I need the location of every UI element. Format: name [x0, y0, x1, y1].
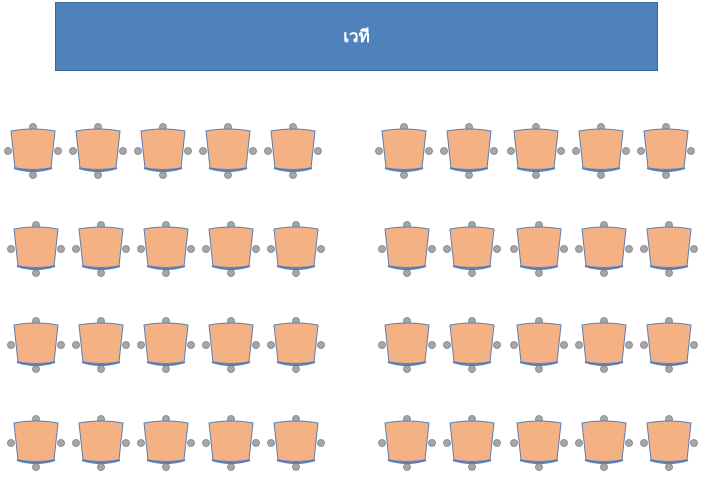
chair-icon: [202, 415, 260, 471]
chair-icon: [267, 221, 325, 277]
chair-icon: [640, 415, 698, 471]
chair-icon: [443, 221, 501, 277]
chair-icon: [72, 221, 130, 277]
chair-icon: [572, 123, 630, 179]
chair-icon: [7, 415, 65, 471]
chair-icon: [72, 415, 130, 471]
chair-icon: [267, 317, 325, 373]
chair-icon: [575, 317, 633, 373]
chair-icon: [72, 317, 130, 373]
chair-icon: [443, 317, 501, 373]
chair-icon: [378, 221, 436, 277]
chair-icon: [378, 415, 436, 471]
chair-icon: [640, 317, 698, 373]
chair-icon: [640, 221, 698, 277]
chair-icon: [440, 123, 498, 179]
chair-icon: [199, 123, 257, 179]
chair-icon: [137, 221, 195, 277]
chair-icon: [507, 123, 565, 179]
chair-icon: [137, 415, 195, 471]
chair-icon: [134, 123, 192, 179]
chair-icon: [267, 415, 325, 471]
chair-icon: [443, 415, 501, 471]
chair-icon: [378, 317, 436, 373]
chair-icon: [375, 123, 433, 179]
chair-icon: [7, 221, 65, 277]
stage-label: เวที: [343, 27, 370, 47]
chair-icon: [264, 123, 322, 179]
chair-icon: [510, 317, 568, 373]
chair-icon: [69, 123, 127, 179]
chair-icon: [4, 123, 62, 179]
chair-icon: [637, 123, 695, 179]
chair-icon: [510, 221, 568, 277]
chair-icon: [137, 317, 195, 373]
chair-icon: [575, 221, 633, 277]
chair-icon: [202, 221, 260, 277]
chair-icon: [575, 415, 633, 471]
chair-icon: [202, 317, 260, 373]
chair-icon: [7, 317, 65, 373]
chair-icon: [510, 415, 568, 471]
stage: เวที: [55, 2, 658, 71]
